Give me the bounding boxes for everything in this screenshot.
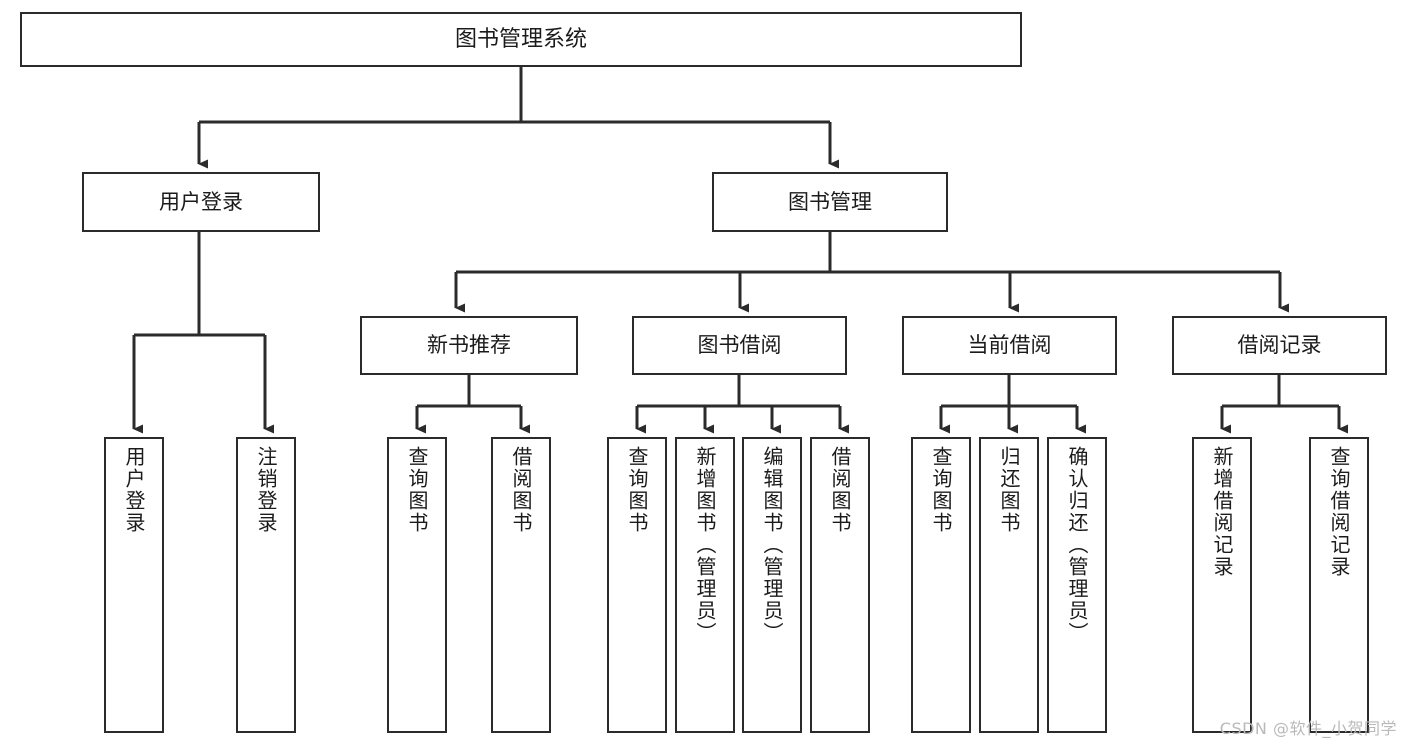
node-new-book-recommend[interactable]: 新书推荐 (360, 316, 578, 375)
node-root-book-management-system[interactable]: 图书管理系统 (20, 12, 1022, 67)
node-leaf-bb-add-book-admin[interactable]: 新增图书（管理员） (675, 437, 735, 733)
node-label: 图书借阅 (697, 333, 782, 358)
node-leaf-nb-query-book[interactable]: 查询图书 (387, 437, 447, 733)
node-label: 借阅图书 (509, 446, 533, 534)
node-leaf-user-login[interactable]: 用户登录 (104, 437, 164, 733)
node-current-borrow[interactable]: 当前借阅 (902, 316, 1117, 375)
node-label: 查询图书 (625, 446, 649, 534)
node-leaf-br-add-record[interactable]: 新增借阅记录 (1192, 437, 1252, 733)
node-label: 新增借阅记录 (1210, 446, 1234, 578)
node-book-borrow[interactable]: 图书借阅 (632, 316, 847, 375)
node-label: 查询借阅记录 (1327, 446, 1351, 578)
csdn-watermark: CSDN @软件_小贺同学 (1219, 719, 1397, 738)
node-leaf-nb-borrow-book[interactable]: 借阅图书 (491, 437, 551, 733)
node-leaf-br-query-record[interactable]: 查询借阅记录 (1309, 437, 1369, 733)
node-book-management[interactable]: 图书管理 (712, 172, 948, 232)
node-leaf-bb-edit-book-admin[interactable]: 编辑图书（管理员） (742, 437, 802, 733)
node-label: 编辑图书（管理员） (760, 446, 784, 644)
node-label: 当前借阅 (967, 333, 1052, 358)
node-user-login[interactable]: 用户登录 (82, 172, 320, 232)
node-label: 图书管理 (788, 189, 872, 214)
node-borrow-record[interactable]: 借阅记录 (1172, 316, 1387, 375)
node-label: 借阅图书 (828, 446, 852, 534)
node-leaf-bb-query-book[interactable]: 查询图书 (607, 437, 667, 733)
node-label: 新增图书（管理员） (693, 446, 717, 644)
node-label: 用户登录 (159, 189, 243, 214)
node-leaf-cb-query-book[interactable]: 查询图书 (911, 437, 971, 733)
node-leaf-bb-borrow-book[interactable]: 借阅图书 (810, 437, 870, 733)
node-label: 用户登录 (122, 446, 146, 534)
node-leaf-cb-confirm-return-admin[interactable]: 确认归还（管理员） (1047, 437, 1107, 733)
node-label: 注销登录 (254, 446, 278, 534)
node-label: 查询图书 (405, 446, 429, 534)
node-label: 确认归还（管理员） (1065, 446, 1089, 644)
node-leaf-logout[interactable]: 注销登录 (236, 437, 296, 733)
node-label: 新书推荐 (427, 333, 511, 358)
node-label: 查询图书 (929, 446, 953, 534)
node-label: 借阅记录 (1237, 333, 1322, 358)
node-label: 图书管理系统 (454, 26, 587, 52)
node-label: 归还图书 (997, 446, 1021, 534)
node-leaf-cb-return-book[interactable]: 归还图书 (979, 437, 1039, 733)
